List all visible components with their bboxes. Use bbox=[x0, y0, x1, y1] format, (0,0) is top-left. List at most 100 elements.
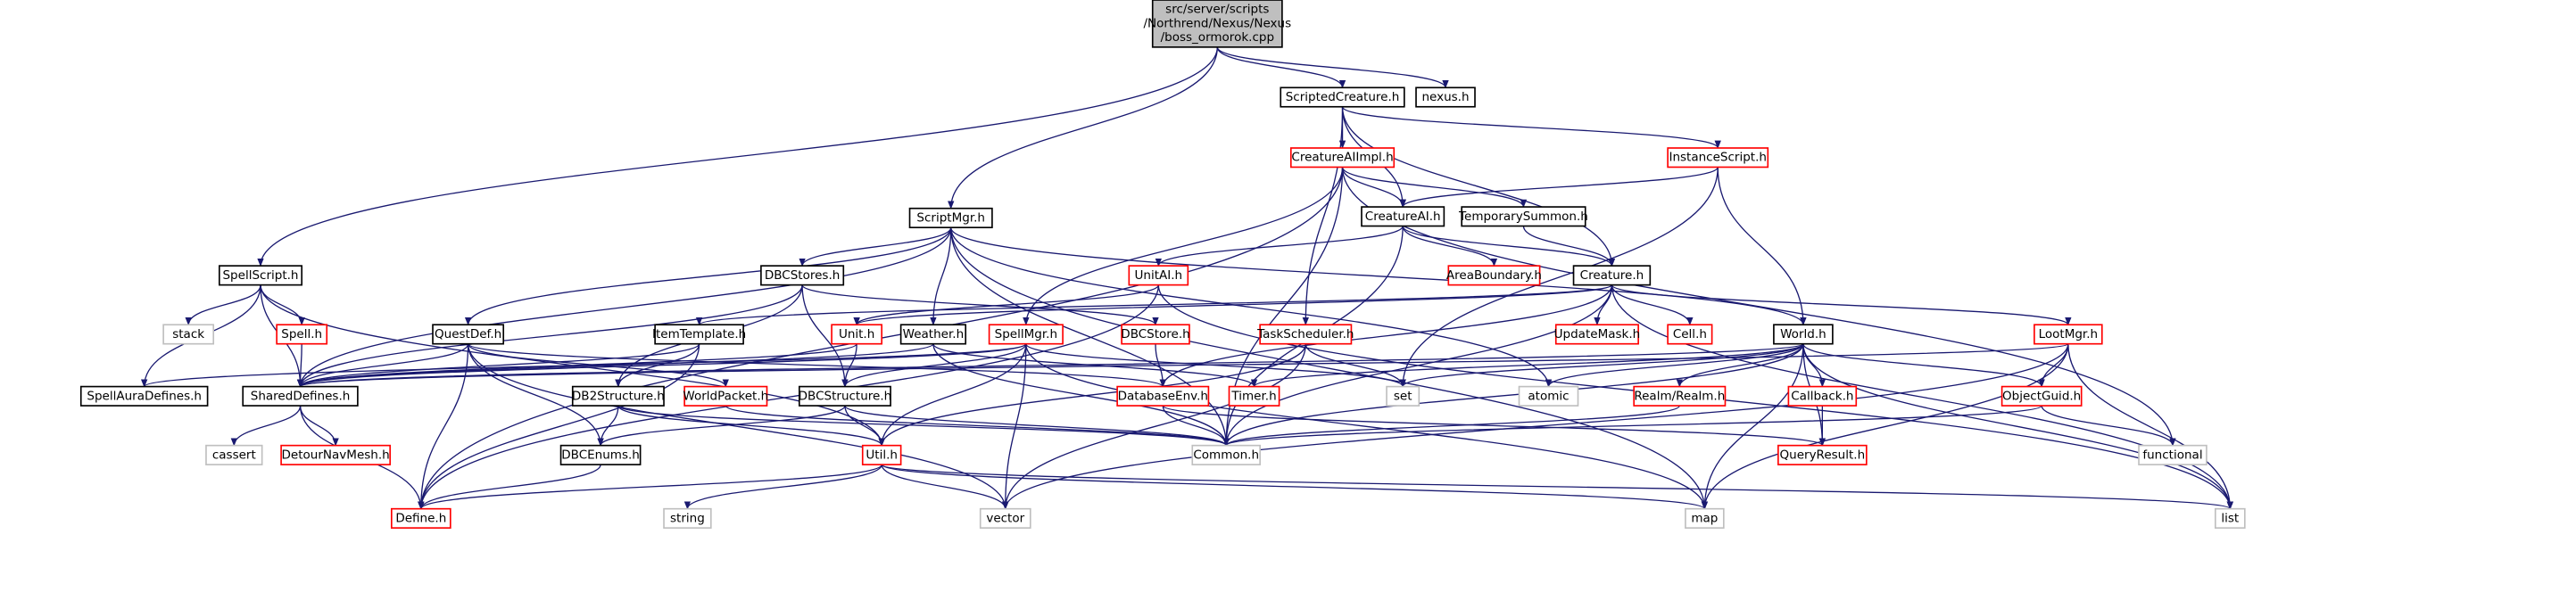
node-SpellScript[interactable]: SpellScript.h bbox=[218, 265, 303, 286]
node-root[interactable]: src/server/scripts/Northrend/Nexus/Nexus… bbox=[1143, 0, 1291, 48]
node-ItemTemplate[interactable]: ItemTemplate.h bbox=[652, 324, 746, 345]
node-Realm[interactable]: Realm/Realm.h bbox=[1633, 385, 1727, 407]
node-nexus[interactable]: nexus.h bbox=[1415, 86, 1476, 108]
node-UnitAI[interactable]: UnitAI.h bbox=[1128, 265, 1189, 286]
node-AreaBoundary[interactable]: AreaBoundary.h bbox=[1446, 265, 1542, 286]
node-box bbox=[571, 385, 665, 407]
node-Timer[interactable]: Timer.h bbox=[1228, 385, 1280, 407]
node-DB2Structure[interactable]: DB2Structure.h bbox=[571, 385, 665, 407]
node-box bbox=[1280, 86, 1405, 108]
node-box bbox=[683, 385, 768, 407]
edge-ScriptMgr-to-atomic bbox=[950, 227, 1553, 388]
node-ObjectGuid[interactable]: ObjectGuid.h bbox=[2000, 385, 2083, 407]
node-CreatureAI[interactable]: CreatureAI.h bbox=[1361, 206, 1445, 227]
node-Spell[interactable]: Spell.h bbox=[276, 324, 328, 345]
node-box bbox=[390, 507, 451, 529]
node-atomic: atomic bbox=[1518, 385, 1579, 407]
node-label: vector bbox=[986, 511, 1024, 525]
node-DBCStores[interactable]: DBCStores.h bbox=[760, 265, 845, 286]
node-box bbox=[1572, 265, 1652, 286]
edge-TaskScheduler-to-vector bbox=[1002, 343, 1306, 510]
edge-CreatureAI-to-Creature bbox=[1402, 226, 1616, 267]
node-Unit[interactable]: Unit.h bbox=[831, 324, 883, 345]
node-DetourNavMesh[interactable]: DetourNavMesh.h bbox=[280, 444, 391, 465]
node-map: map bbox=[1685, 507, 1725, 529]
node-label: atomic bbox=[1528, 389, 1569, 403]
edge-Creature-to-LootMgr bbox=[1611, 284, 2072, 326]
node-box bbox=[218, 265, 303, 286]
node-box bbox=[242, 385, 359, 407]
edge-SharedDefines-to-cassert bbox=[230, 405, 302, 447]
node-box bbox=[1667, 147, 1769, 169]
node-InstanceScript[interactable]: InstanceScript.h bbox=[1667, 147, 1769, 169]
edge-UnitAI-to-Unit bbox=[853, 284, 1159, 326]
node-box bbox=[559, 444, 642, 465]
node-SpellAuraDefines[interactable]: SpellAuraDefines.h bbox=[79, 385, 209, 407]
node-box bbox=[1461, 206, 1586, 227]
node-CreatureAIImpl[interactable]: CreatureAIImpl.h bbox=[1289, 147, 1396, 169]
edge-ItemTemplate-to-SharedDefines bbox=[297, 343, 700, 388]
node-QuestDef[interactable]: QuestDef.h bbox=[432, 324, 505, 345]
edge-Creature-to-ItemTemplate bbox=[696, 284, 1613, 326]
edge-TaskScheduler-to-set bbox=[1305, 343, 1406, 388]
edge-SpellMgr-to-SharedDefines bbox=[297, 343, 1027, 388]
node-Callback[interactable]: Callback.h bbox=[1787, 385, 1858, 407]
node-label: /Northrend/Nexus/Nexus bbox=[1143, 16, 1291, 30]
node-TemporarySummon[interactable]: TemporarySummon.h bbox=[1458, 206, 1588, 227]
edge-ScriptedCreature-to-TaskScheduler bbox=[1302, 106, 1344, 326]
node-label: DBCStructure.h bbox=[799, 389, 892, 403]
node-Creature[interactable]: Creature.h bbox=[1572, 265, 1652, 286]
node-UpdateMask[interactable]: UpdateMask.h bbox=[1554, 324, 1641, 345]
node-ScriptedCreature[interactable]: ScriptedCreature.h bbox=[1280, 86, 1405, 108]
edge-World-to-map bbox=[1701, 343, 1804, 510]
node-box bbox=[1685, 507, 1725, 529]
node-QueryResult[interactable]: QueryResult.h bbox=[1777, 444, 1868, 465]
node-TaskScheduler[interactable]: TaskScheduler.h bbox=[1256, 324, 1354, 345]
node-label: src/server/scripts bbox=[1165, 3, 1269, 17]
node-ScriptMgr[interactable]: ScriptMgr.h bbox=[908, 207, 993, 229]
edge-Weather-to-SharedDefines bbox=[297, 343, 934, 388]
node-box bbox=[1128, 265, 1189, 286]
node-Weather[interactable]: Weather.h bbox=[899, 324, 967, 345]
edge-Realm-to-Common bbox=[1222, 405, 1680, 447]
node-Cell[interactable]: Cell.h bbox=[1667, 324, 1713, 345]
edge-World-to-list bbox=[1802, 343, 2233, 510]
node-label: Spell.h bbox=[281, 327, 322, 341]
node-box bbox=[831, 324, 883, 345]
node-DBCStore[interactable]: DBCStore.h bbox=[1121, 324, 1190, 345]
node-Util[interactable]: Util.h bbox=[861, 444, 902, 465]
node-label: WorldPacket.h bbox=[683, 389, 768, 403]
node-SharedDefines[interactable]: SharedDefines.h bbox=[242, 385, 359, 407]
node-functional: functional bbox=[2138, 444, 2207, 465]
node-label: World.h bbox=[1780, 327, 1826, 341]
edge-LootMgr-to-map bbox=[1701, 343, 2069, 510]
node-label: nexus.h bbox=[1421, 90, 1469, 104]
node-DatabaseEnv[interactable]: DatabaseEnv.h bbox=[1116, 385, 1210, 407]
node-box bbox=[1554, 324, 1639, 345]
edge-Creature-to-Unit bbox=[853, 284, 1613, 326]
node-box bbox=[276, 324, 328, 345]
node-World[interactable]: World.h bbox=[1773, 324, 1834, 345]
node-Define[interactable]: Define.h bbox=[390, 507, 451, 529]
node-label: Timer.h bbox=[1230, 389, 1276, 403]
node-box bbox=[908, 207, 993, 229]
node-LootMgr[interactable]: LootMgr.h bbox=[2033, 324, 2103, 345]
node-WorldPacket[interactable]: WorldPacket.h bbox=[683, 385, 768, 407]
edge-World-to-Timer bbox=[1251, 343, 1804, 388]
edge-Util-to-map bbox=[881, 464, 1708, 510]
node-label: cassert bbox=[212, 448, 256, 462]
node-DBCEnums[interactable]: DBCEnums.h bbox=[559, 444, 642, 465]
node-box bbox=[2000, 385, 2083, 407]
node-Common: Common.h bbox=[1191, 444, 1261, 465]
edge-QuestDef-to-DBCEnums bbox=[467, 343, 604, 447]
node-box bbox=[1415, 86, 1476, 108]
edge-InstanceScript-to-World bbox=[1717, 167, 1807, 326]
node-DBCStructure[interactable]: DBCStructure.h bbox=[799, 385, 892, 407]
edge-InstanceScript-to-CreatureAI bbox=[1399, 166, 1719, 208]
edge-Creature-to-Common bbox=[1222, 284, 1613, 447]
node-SpellMgr[interactable]: SpellMgr.h bbox=[988, 324, 1064, 345]
edge-Weather-to-Common bbox=[932, 343, 1230, 447]
edge-DBCEnums-to-Define bbox=[418, 464, 601, 510]
edge-Util-to-string bbox=[683, 464, 882, 510]
node-label: TemporarySummon.h bbox=[1458, 210, 1588, 224]
